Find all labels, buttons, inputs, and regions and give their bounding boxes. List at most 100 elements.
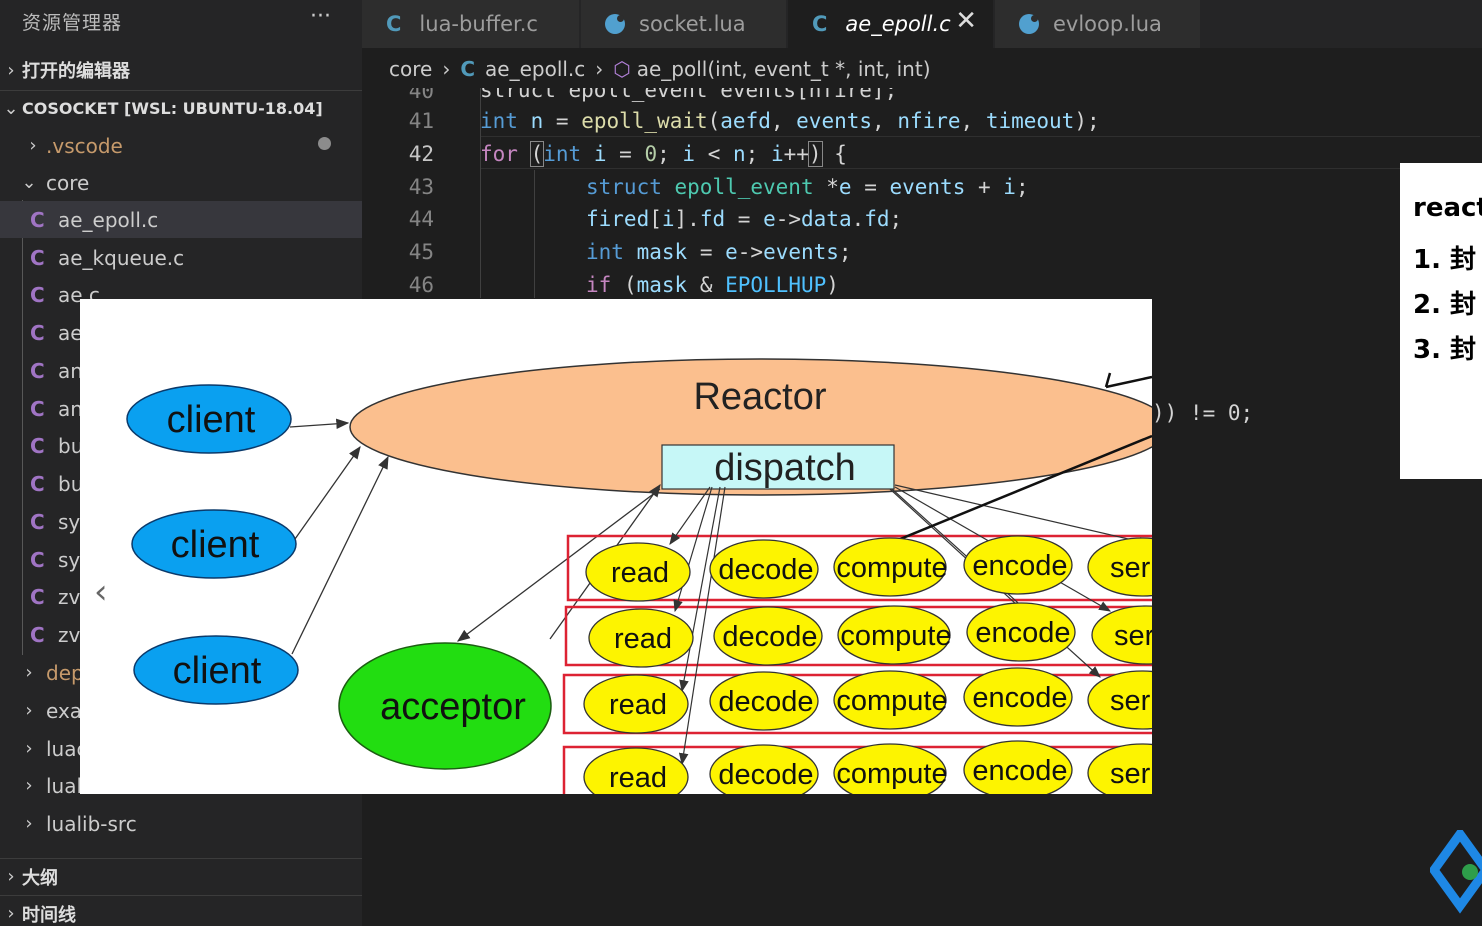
tree-file[interactable]: C ae: [0, 314, 362, 351]
tree-folder[interactable]: › lual: [0, 767, 362, 804]
c-file-icon: C: [30, 584, 45, 609]
chevron-right-icon: ›: [25, 775, 33, 796]
code-line: 44 fired[i].fd = e->data.fd;: [362, 202, 903, 235]
code-line: 40 struct epoll_event events[nfire];: [362, 88, 898, 107]
indent-guide: [22, 200, 23, 655]
c-file-icon: C: [812, 12, 828, 36]
task-label: ser: [1110, 552, 1151, 584]
tree-file[interactable]: C zv: [0, 578, 362, 615]
arrow: [289, 418, 350, 429]
open-editors-label: 打开的编辑器: [22, 61, 130, 82]
task-ellipse: [585, 542, 691, 602]
task-label: decode: [718, 686, 813, 718]
tree-file[interactable]: C an: [0, 390, 362, 427]
pipeline-row-border: [566, 534, 1152, 602]
tree-item-label: ae_epoll.c: [58, 207, 159, 232]
code-text: for (int i = 0; i < n; i++) {: [480, 140, 847, 167]
arrow: [291, 455, 389, 655]
tree-folder-vscode[interactable]: › .vscode: [0, 127, 362, 164]
acceptor-ellipse: [338, 642, 552, 770]
reactor-label: Reactor: [693, 376, 826, 418]
close-icon[interactable]: ✕: [955, 6, 977, 36]
project-section[interactable]: ⌄ COSOCKET [WSL: UBUNTU-18.04]: [0, 90, 362, 126]
code-text: struct epoll_event *e = events + i;: [586, 174, 1029, 199]
tree-file[interactable]: C an: [0, 352, 362, 389]
client-ellipse: [131, 509, 297, 579]
breadcrumb-file[interactable]: ae_epoll.c: [485, 57, 586, 81]
c-file-icon: C: [30, 358, 45, 383]
task-ellipse: [1087, 670, 1152, 730]
breadcrumb-folder[interactable]: core: [389, 57, 433, 81]
task-ellipse: [833, 743, 947, 794]
pipeline-row-border: [564, 605, 1152, 667]
tree-file[interactable]: C ae_kqueue.c: [0, 239, 362, 276]
more-actions-icon[interactable]: ···: [310, 4, 331, 29]
task-label: read: [609, 762, 667, 794]
task-ellipse: [833, 670, 947, 730]
tree-file[interactable]: C zv: [0, 616, 362, 653]
indent-guide: [480, 88, 481, 298]
task-label: encode: [975, 617, 1070, 649]
task-ellipse: [713, 606, 823, 666]
tab-socket-lua[interactable]: socket.lua: [581, 0, 787, 48]
breadcrumb-symbol[interactable]: ae_poll(int, event_t *, int, int): [636, 57, 931, 81]
task-label: read: [609, 689, 667, 721]
tree-file[interactable]: C sy: [0, 503, 362, 540]
lua-file-icon: [605, 14, 625, 34]
tab-lua-buffer[interactable]: C lua-buffer.c: [362, 0, 580, 48]
task-label: decode: [718, 759, 813, 791]
tree-file[interactable]: C bu: [0, 427, 362, 464]
task-ellipse: [583, 747, 689, 794]
outline-label: 大纲: [22, 867, 58, 889]
project-label: COSOCKET [WSL: UBUNTU-18.04]: [22, 99, 323, 118]
c-file-icon: C: [30, 207, 45, 232]
task-ellipse: [709, 539, 819, 599]
tree-file[interactable]: C bu: [0, 465, 362, 502]
acceptor-label: acceptor: [380, 686, 526, 728]
task-label: read: [614, 623, 672, 655]
client-ellipse: [126, 384, 292, 454]
code-text: int n = epoll_wait(aefd, events, nfire, …: [480, 108, 1100, 133]
code-text: fired[i].fd = e->data.fd;: [586, 206, 903, 231]
open-editors-section[interactable]: › 打开的编辑器: [0, 52, 362, 88]
line-number: 45: [408, 239, 434, 264]
breadcrumb: core › C ae_epoll.c › ⬡ ae_poll(int, eve…: [362, 50, 1482, 88]
task-ellipse: [837, 605, 951, 665]
code-line: 46 if (mask & EPOLLHUP): [362, 268, 839, 301]
code-editor[interactable]: 40 struct epoll_event events[nfire]; 41 …: [362, 88, 1482, 926]
tree-item-label: zv: [58, 622, 81, 647]
tab-evloop-lua[interactable]: evloop.lua: [995, 0, 1201, 48]
task-label: encode: [972, 682, 1067, 714]
tree-folder[interactable]: › exa: [0, 692, 362, 729]
chevron-right-icon: ›: [25, 738, 33, 759]
arrow: [678, 486, 726, 766]
task-ellipse: [709, 671, 819, 731]
task-label: encode: [972, 550, 1067, 582]
c-file-icon: C: [30, 509, 45, 534]
chevron-right-icon: ›: [25, 662, 33, 683]
task-ellipse: [963, 535, 1073, 595]
pointer-line: [1105, 375, 1152, 389]
notes-heading: react: [1413, 193, 1482, 223]
tree-file-ae-epoll[interactable]: C ae_epoll.c: [0, 201, 362, 238]
tree-folder[interactable]: › dep: [0, 654, 362, 691]
chevron-left-icon[interactable]: ‹: [94, 572, 108, 612]
tree-item-label: zv: [58, 584, 81, 609]
current-line-highlight: [480, 136, 1480, 169]
tree-folder-core[interactable]: ⌄ core: [0, 164, 362, 201]
timeline-section[interactable]: › 时间线: [0, 895, 362, 926]
tree-item-label: sy: [58, 547, 81, 572]
c-file-icon: C: [30, 433, 45, 458]
c-file-icon: C: [30, 622, 45, 647]
outline-section[interactable]: › 大纲: [0, 858, 362, 894]
pointer-line: [1104, 372, 1112, 388]
reactor-diagram: Reactor dispatch client client client ac…: [80, 299, 1152, 794]
tree-item-label: bu: [58, 471, 84, 496]
task-label: compute: [840, 620, 951, 652]
chevron-right-icon: ›: [25, 700, 33, 721]
tab-ae-epoll[interactable]: C ae_epoll.c ✕: [788, 0, 994, 48]
editor-tab-bar: C lua-buffer.c socket.lua C ae_epoll.c ✕…: [362, 0, 1482, 48]
tree-file[interactable]: C sy: [0, 541, 362, 578]
tree-folder[interactable]: › lualib-src: [0, 805, 362, 842]
task-ellipse: [709, 744, 819, 794]
